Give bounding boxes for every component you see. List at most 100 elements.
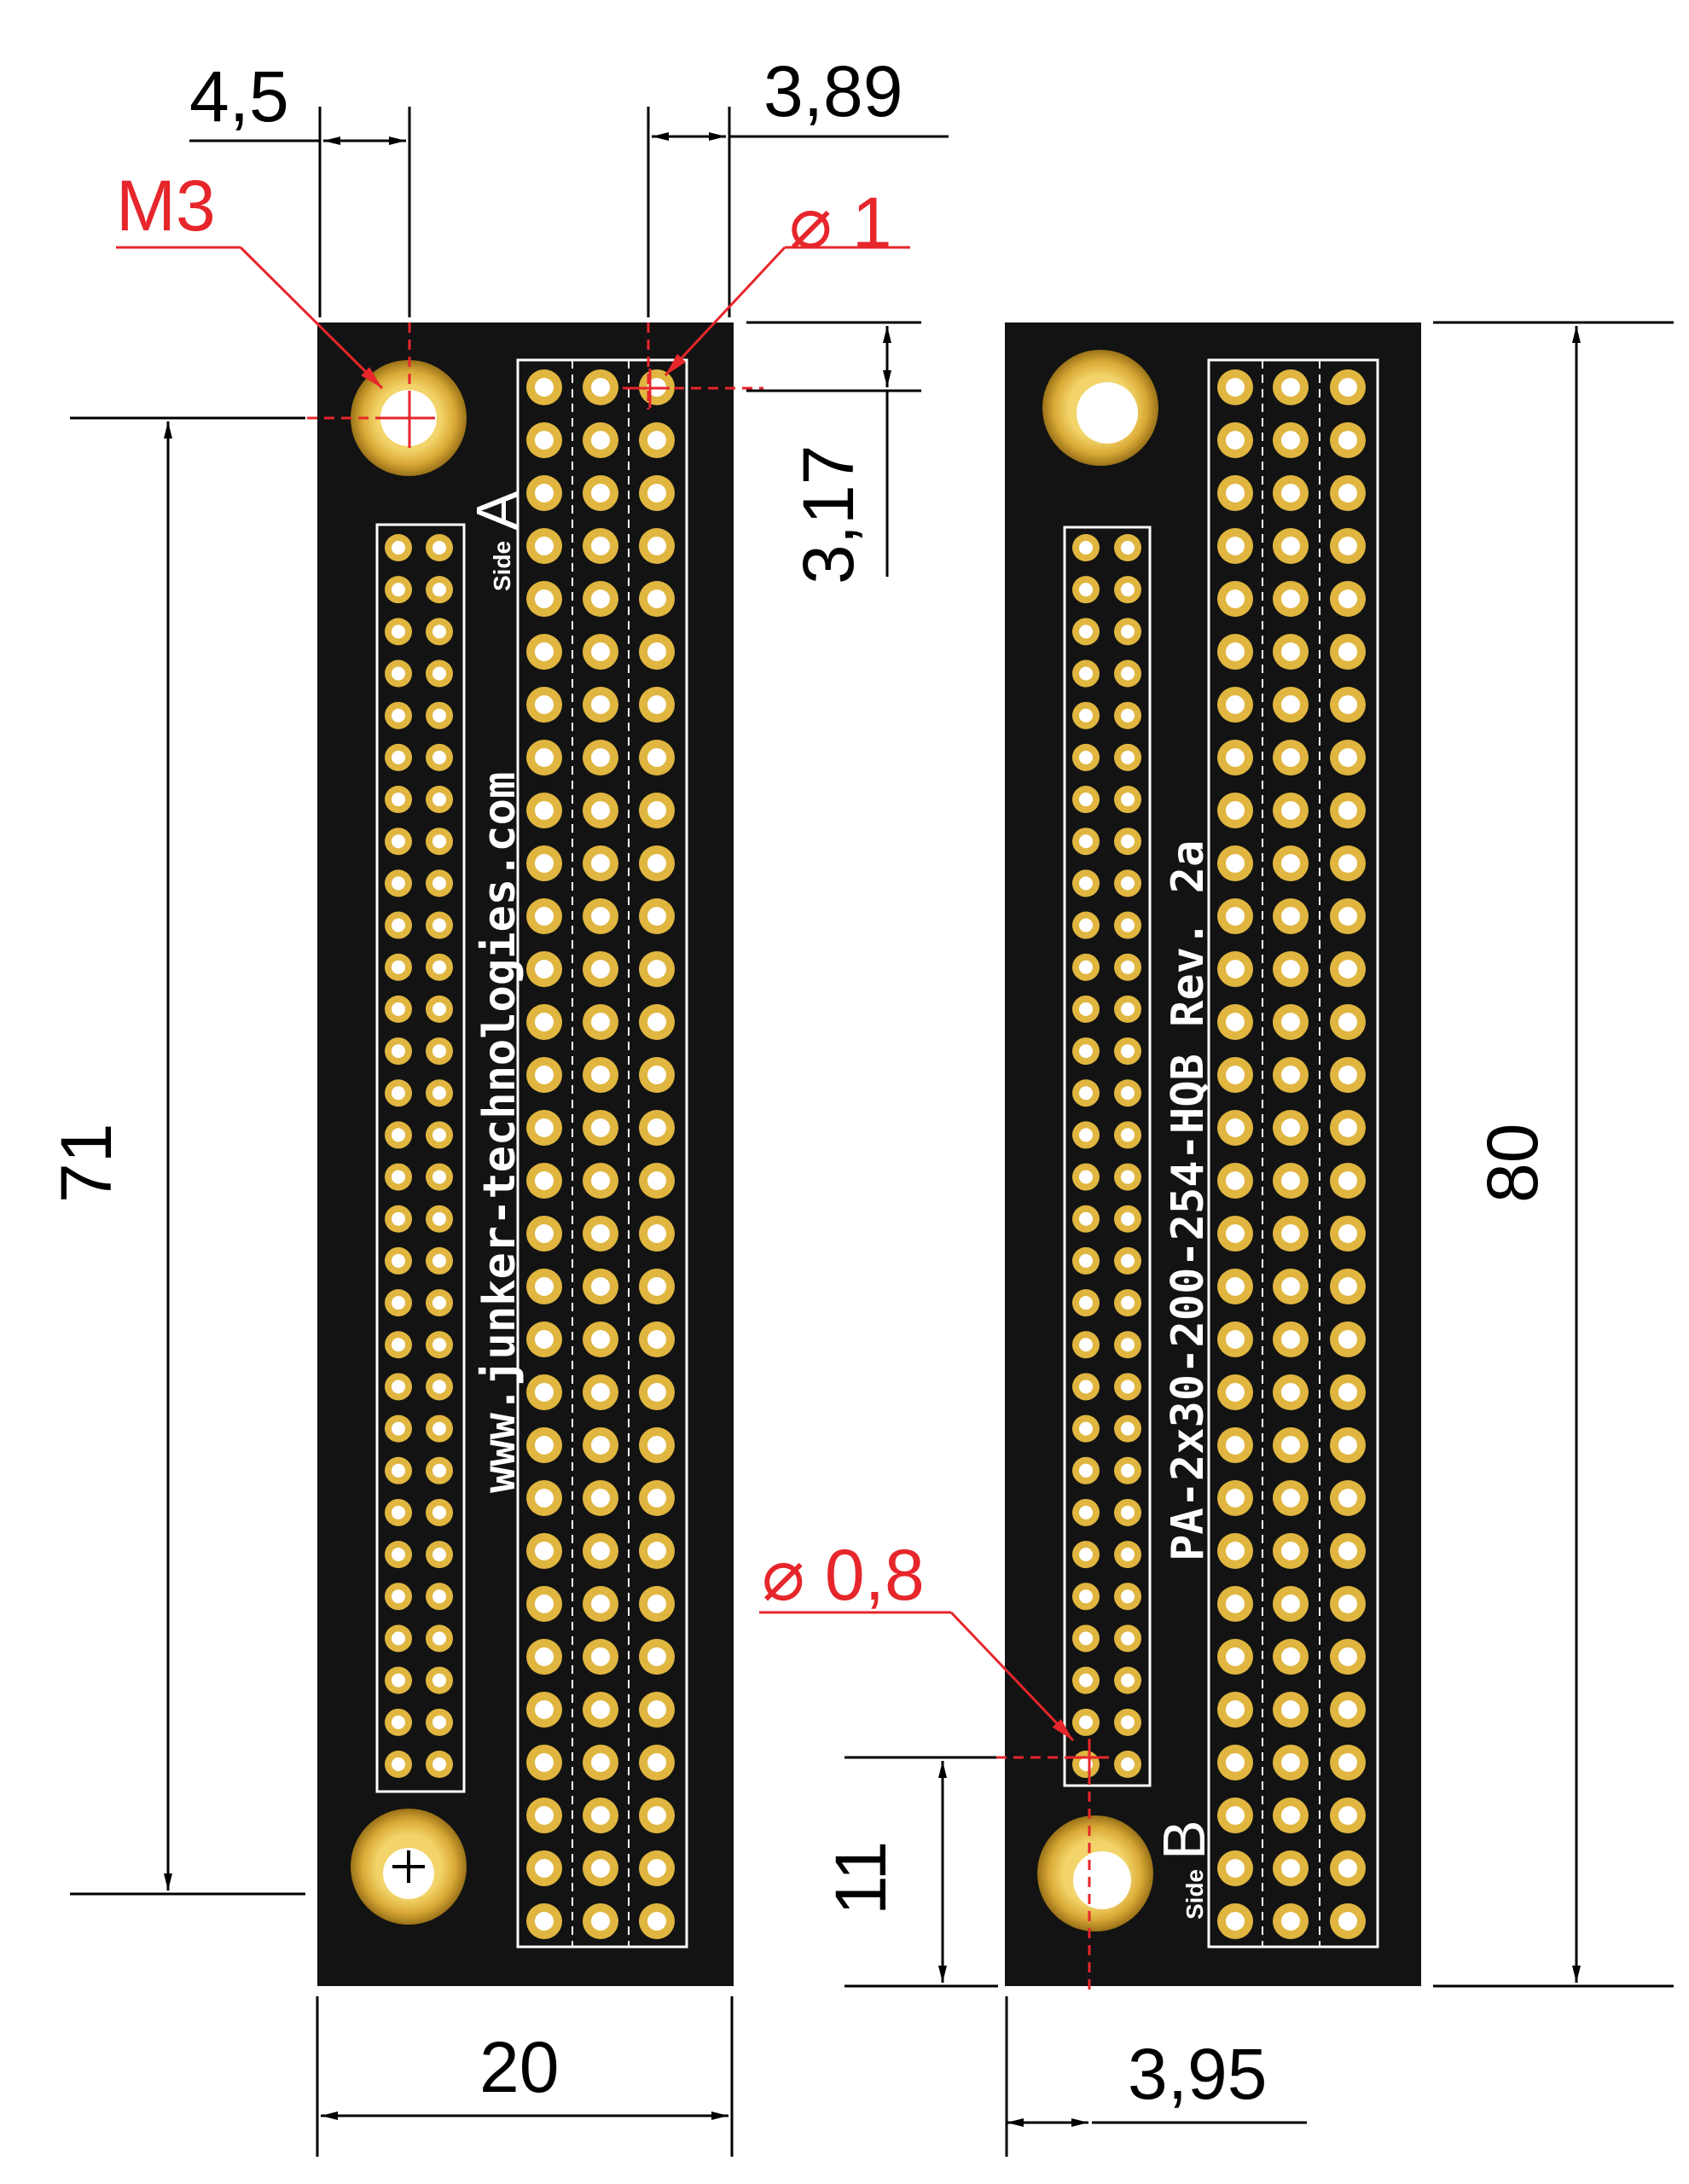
pad-icon [583, 1321, 618, 1357]
pad-icon [1273, 1321, 1309, 1357]
pad-icon [1072, 1121, 1100, 1149]
dim-vertical-small: 3,17 [788, 445, 868, 585]
pad-icon [385, 743, 412, 771]
pad-icon [1072, 1373, 1100, 1401]
pad-icon [385, 576, 412, 604]
pad-icon [1072, 534, 1100, 561]
pad-icon [1072, 1331, 1100, 1359]
board-a: www.junker-technologies.com Side A [317, 322, 734, 1986]
pad-icon [526, 1374, 562, 1410]
pad-icon [639, 1216, 675, 1252]
pad-icon [1114, 1163, 1141, 1191]
pad-icon [426, 911, 453, 939]
pad-icon [1217, 1321, 1253, 1357]
pad-icon [526, 793, 562, 828]
pad-icon [583, 740, 618, 775]
pad-icon [639, 634, 675, 670]
pad-icon [385, 618, 412, 646]
pad-icon [426, 1163, 453, 1191]
pad-icon [1072, 1498, 1100, 1526]
board-b-outer-header-outline [1207, 358, 1379, 1949]
pad-icon [426, 1624, 453, 1653]
pad-icon [1273, 1745, 1309, 1780]
pad-icon [583, 475, 618, 511]
pad-icon [1330, 1745, 1366, 1780]
pad-icon [1330, 1216, 1366, 1252]
pad-icon [1217, 1798, 1253, 1833]
pad-icon [583, 634, 618, 670]
pad-icon [1072, 743, 1100, 771]
pad-icon [526, 528, 562, 564]
pad-icon [583, 1057, 618, 1093]
pad-icon [1217, 1004, 1253, 1040]
pad-icon [1114, 786, 1141, 814]
board-a-side-prefix: Side [489, 541, 515, 591]
pad-icon [1273, 1374, 1309, 1410]
pad-icon [426, 1289, 453, 1317]
pad-icon [1072, 1456, 1100, 1484]
pad-icon [583, 1480, 618, 1516]
pad-icon [583, 1692, 618, 1728]
board-a-side-letter: A [464, 491, 531, 531]
pad-icon [1273, 1427, 1309, 1463]
pad-icon [583, 1533, 618, 1569]
pad-icon [526, 1692, 562, 1728]
pad-icon [583, 687, 618, 723]
pad-icon [583, 422, 618, 458]
mounting-hole-icon [1042, 350, 1158, 466]
callout-large-pin: ⌀ 1 [789, 183, 892, 263]
pad-icon [1114, 1373, 1141, 1401]
pad-icon [639, 528, 675, 564]
pad-icon [1217, 1374, 1253, 1410]
pad-icon [1217, 1850, 1253, 1886]
pad-icon [1072, 1751, 1100, 1778]
pad-icon [1114, 1456, 1141, 1484]
pad-icon [526, 1216, 562, 1252]
pad-icon [1072, 701, 1100, 729]
pad-icon [639, 1850, 675, 1886]
pad-icon [1273, 740, 1309, 775]
pad-icon [526, 898, 562, 934]
pad-icon [526, 1903, 562, 1939]
pad-icon [1114, 911, 1141, 939]
pad-icon [1217, 1586, 1253, 1622]
pad-icon [1072, 659, 1100, 688]
pad-icon [1114, 869, 1141, 897]
pad-icon [1330, 687, 1366, 723]
pad-icon [1114, 953, 1141, 981]
pad-icon [1330, 1798, 1366, 1833]
pad-icon [1114, 828, 1141, 856]
pad-icon [1217, 528, 1253, 564]
pad-icon [639, 687, 675, 723]
pad-icon [639, 581, 675, 617]
pad-icon [1072, 1583, 1100, 1611]
pad-icon [526, 475, 562, 511]
pad-icon [1330, 1057, 1366, 1093]
pad-icon [385, 1708, 412, 1736]
mounting-hole-icon [1037, 1815, 1153, 1931]
pad-icon [1273, 422, 1309, 458]
pad-icon [639, 1427, 675, 1463]
board-a-pcb [317, 322, 734, 1986]
pad-icon [639, 1745, 675, 1780]
pad-icon [426, 659, 453, 688]
pad-icon [583, 951, 618, 987]
pad-icon [583, 898, 618, 934]
pad-icon [1273, 951, 1309, 987]
pad-icon [1114, 1708, 1141, 1736]
board-a-inner-header-outline [375, 523, 466, 1793]
pad-icon [426, 576, 453, 604]
pad-icon [639, 740, 675, 775]
pad-icon [1072, 1163, 1100, 1191]
pad-icon [1114, 1246, 1141, 1275]
pad-icon [639, 793, 675, 828]
mounting-hole-icon [351, 1809, 467, 1925]
pad-icon [639, 845, 675, 881]
pad-icon [1217, 1216, 1253, 1252]
pad-icon [583, 793, 618, 828]
pad-icon [385, 786, 412, 814]
pad-icon [385, 869, 412, 897]
pad-icon [583, 1586, 618, 1622]
pad-icon [1273, 1269, 1309, 1304]
pad-icon [1273, 1903, 1309, 1939]
